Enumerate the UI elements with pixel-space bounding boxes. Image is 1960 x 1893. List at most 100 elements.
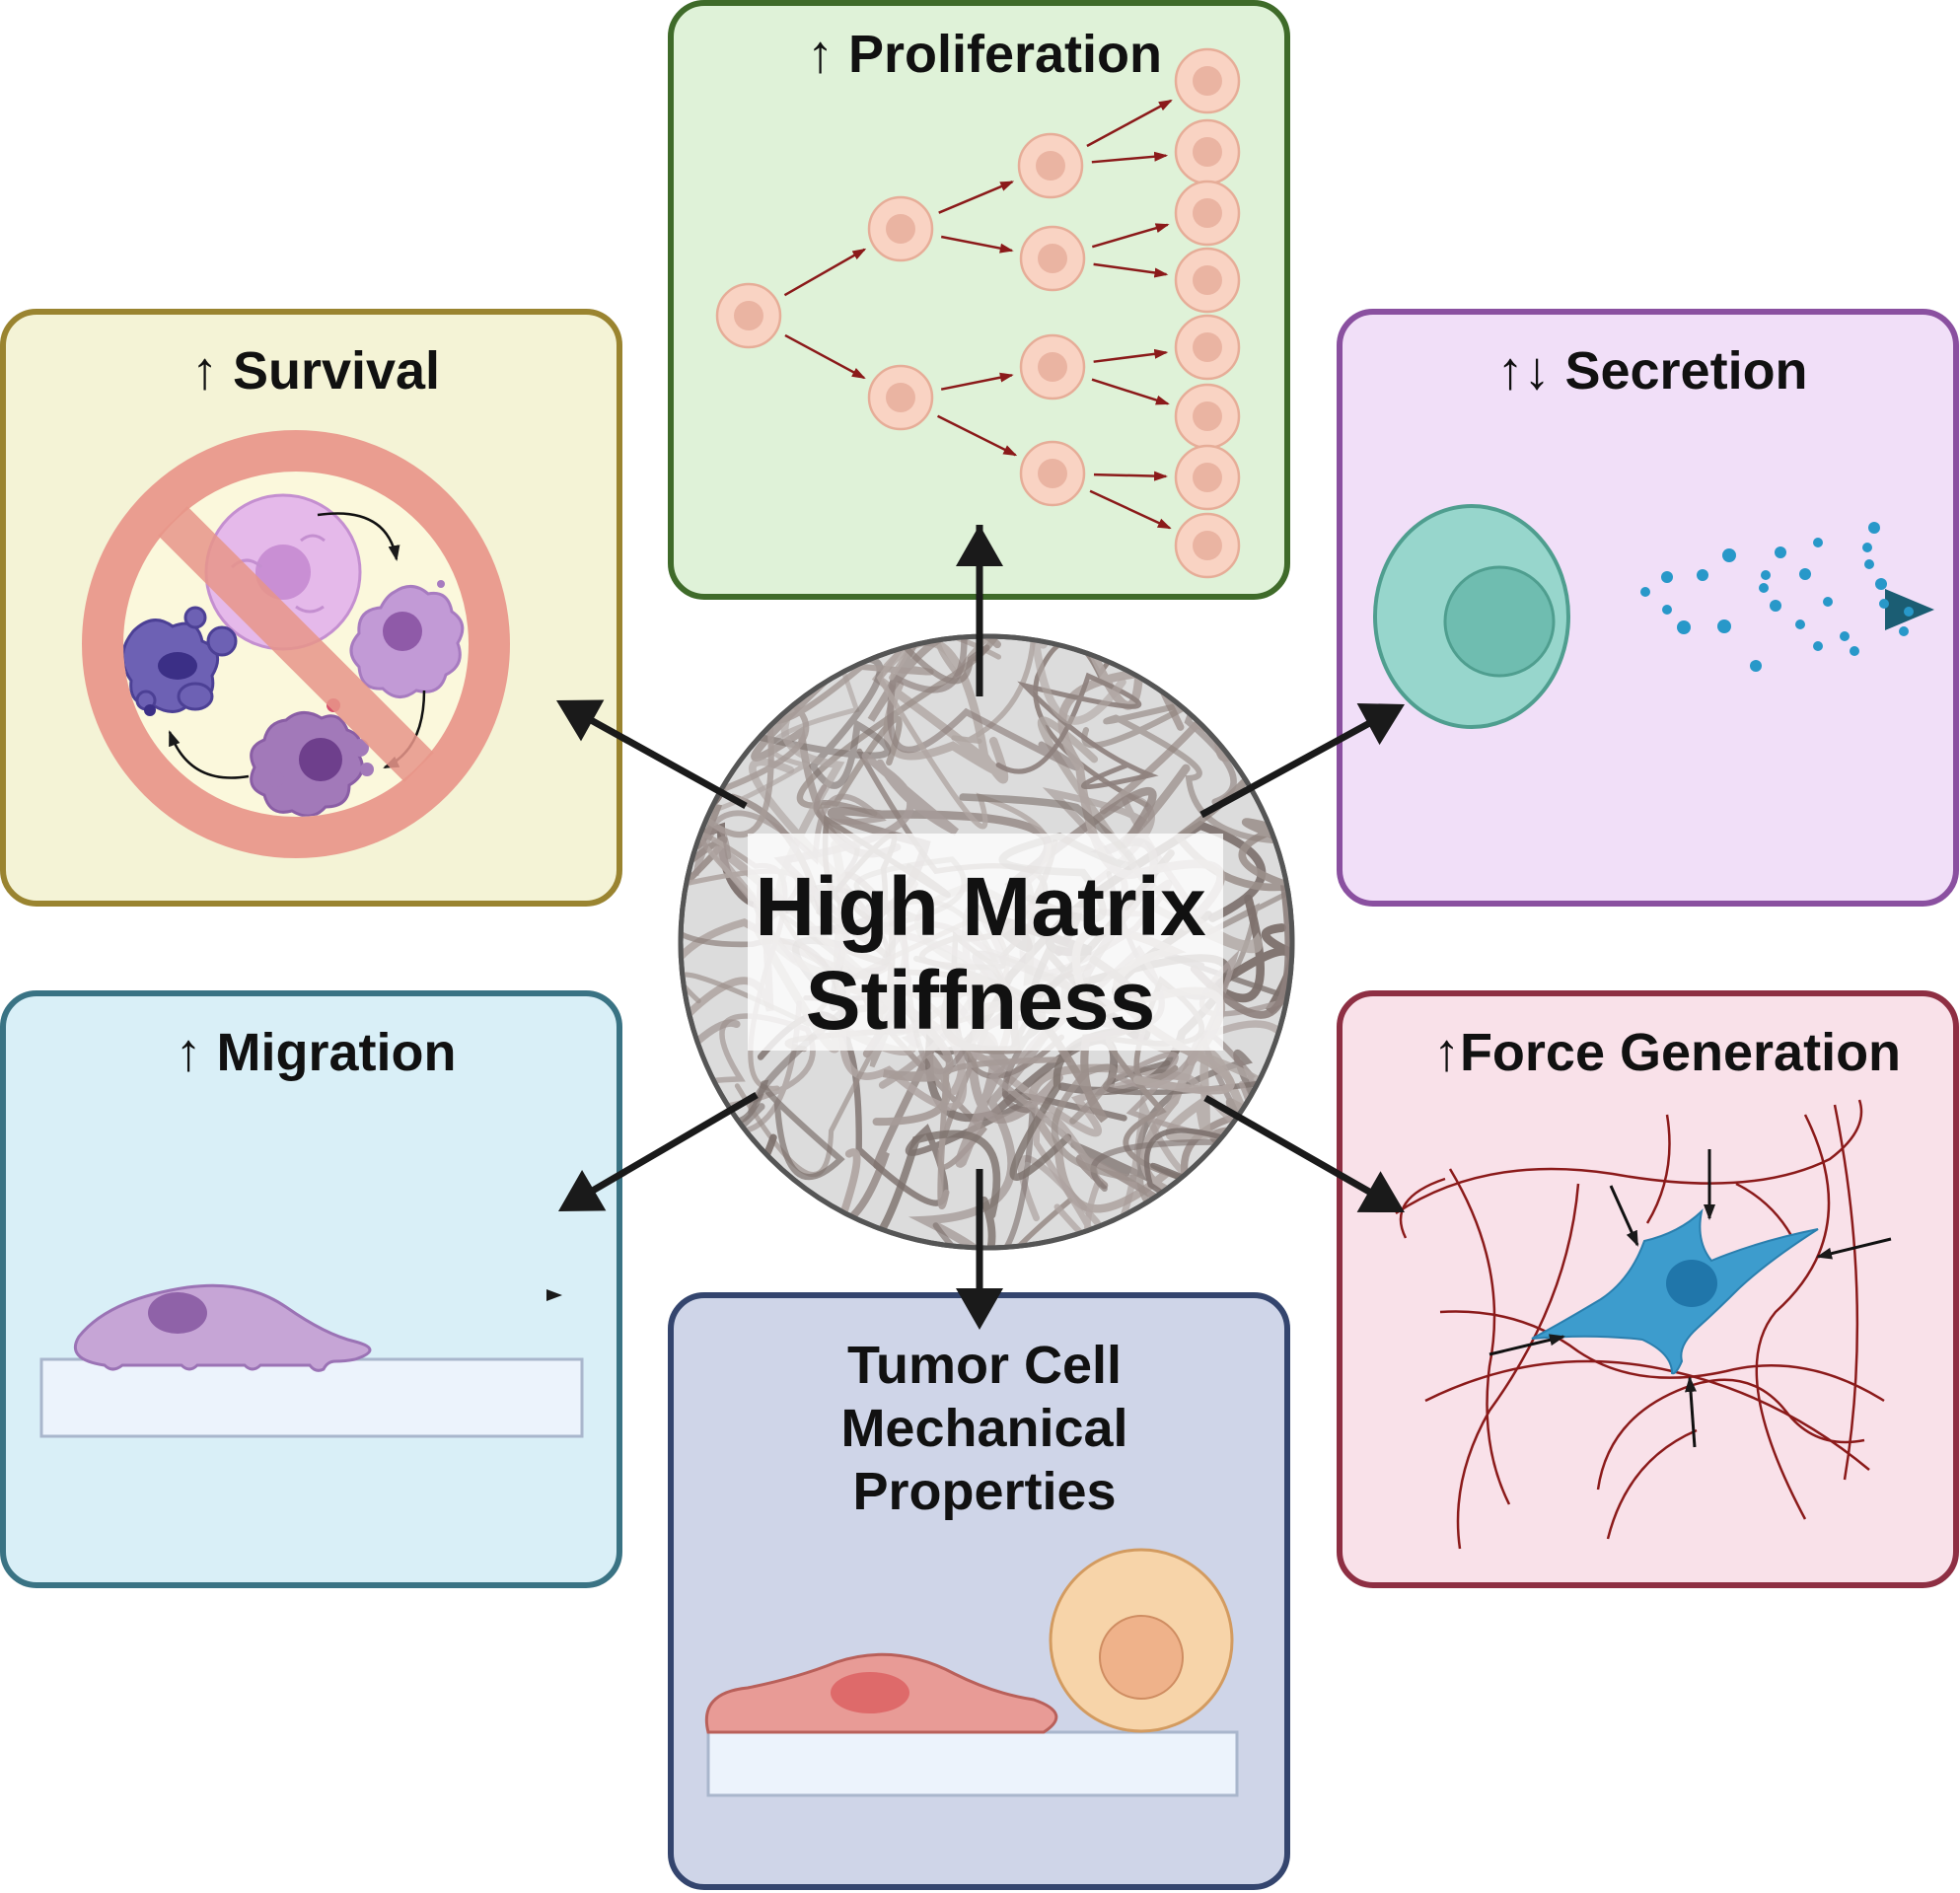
panel-mechanical-title-line1: Tumor Cell (847, 1336, 1122, 1395)
prohibition-sign-icon (82, 430, 510, 858)
fiber-network-icon (1395, 1099, 1885, 1550)
effect-arrowheads (556, 525, 1405, 1330)
secreted-factor-dot (1813, 538, 1823, 547)
cell-icon (867, 195, 934, 262)
arrowhead (956, 1288, 1003, 1330)
arrow-to-survival (562, 701, 748, 810)
secreted-factor-dot (1770, 600, 1781, 612)
secreted-factor-dot (1750, 660, 1762, 672)
blebbing-cell-icon (250, 698, 374, 817)
division-arrow (1093, 471, 1169, 481)
cell-icon (1017, 132, 1084, 199)
division-arrow (1091, 151, 1169, 164)
spread-cell-icon (704, 1652, 1058, 1734)
center-matrix: High Matrix Stiffness (678, 633, 1295, 1251)
cell-division-tree (715, 47, 1241, 579)
panel-mechanical-title-line3: Properties (852, 1462, 1116, 1521)
panel-mechanical-properties: Tumor Cell Mechanical Properties (668, 1292, 1290, 1890)
cell-icon (1174, 314, 1241, 381)
cell-icon (1174, 118, 1241, 185)
panel-survival: ↑ Survival (0, 309, 622, 907)
panel-survival-title: ↑ Survival (191, 341, 440, 400)
secreted-factor-dot (1862, 543, 1872, 552)
round-cell-icon (1049, 1548, 1234, 1733)
cell-icon (1174, 180, 1241, 247)
secreted-factor-dot (1761, 570, 1771, 580)
panel-secretion: ↑↓ Secretion (1337, 309, 1959, 907)
force-arrows (1488, 1149, 1892, 1448)
migrating-cell-icon (73, 1283, 372, 1372)
secreted-factor-dot (1662, 605, 1672, 615)
arrow-to-secretion (1199, 704, 1399, 819)
cell-icon (1019, 225, 1086, 292)
secreted-factor-dot (1677, 620, 1691, 634)
secreted-factor-dot (1759, 583, 1769, 593)
cell-icon (1174, 512, 1241, 579)
division-arrow (940, 235, 1014, 254)
migration-substrate (39, 1357, 584, 1438)
division-arrow (1086, 99, 1173, 148)
secreted-factor-dot (1840, 631, 1850, 641)
panel-migration: ↑ Migration (0, 990, 622, 1588)
secreted-factor-dot (1823, 597, 1833, 607)
secreted-factor-dot (1868, 522, 1880, 534)
secreted-factor-dot (1799, 568, 1811, 580)
secreted-factor-dot (1850, 646, 1859, 656)
secreted-factor-dot (1661, 571, 1673, 583)
division-arrow (937, 414, 1018, 457)
secreted-factors-icon (1640, 522, 1914, 672)
mechanical-substrate (706, 1730, 1239, 1797)
apoptosis-illustration (82, 430, 510, 858)
division-arrow (1091, 378, 1170, 405)
cell-icon (1019, 333, 1086, 400)
panel-proliferation: ↑ Proliferation (668, 0, 1290, 600)
apoptotic-bodies-icon (123, 606, 238, 716)
arrowhead (956, 525, 1003, 566)
panel-proliferation-title: ↑ Proliferation (807, 25, 1162, 84)
secreted-factor-dot (1640, 587, 1650, 597)
cell-icon (1174, 47, 1241, 114)
cell-icon (1019, 440, 1086, 507)
panel-secretion-title: ↑↓ Secretion (1496, 341, 1807, 400)
panel-mechanical-title-line2: Mechanical (840, 1399, 1127, 1458)
secreting-cell-icon (1373, 504, 1570, 729)
secreted-factor-dot (1697, 569, 1708, 581)
secreted-factor-dot (1717, 619, 1731, 633)
secreted-factor-dot (1864, 559, 1874, 569)
shrinking-cell-icon (349, 580, 465, 698)
secreted-factor-dot (1795, 619, 1805, 629)
panel-force-title: ↑Force Generation (1433, 1023, 1901, 1082)
secreted-factor-dot (1899, 626, 1909, 636)
secreted-factor-dot (1813, 641, 1823, 651)
secreted-factor-dot (1775, 546, 1786, 558)
arrow-to-force (1203, 1094, 1399, 1211)
panel-migration-frame (0, 990, 622, 1588)
arrowhead (558, 1170, 607, 1211)
secreted-factor-dot (1879, 599, 1889, 609)
division-arrow (1091, 223, 1170, 249)
contractile-cell-icon (1531, 1208, 1819, 1375)
center-title-line2: Stiffness (806, 954, 1156, 1047)
secreted-factor-dot (1722, 548, 1736, 562)
division-arrow (1093, 348, 1169, 363)
center-title-line1: High Matrix (755, 860, 1206, 953)
arrowhead (556, 699, 605, 742)
arrow-to-migration (565, 1091, 759, 1209)
cell-icon (715, 282, 782, 349)
division-arrow (1089, 489, 1172, 530)
cell-icon (1174, 247, 1241, 314)
division-arrow (1093, 262, 1169, 278)
arrowhead (1356, 1171, 1405, 1212)
center-label-backdrop (748, 834, 1223, 1051)
division-arrow (783, 248, 867, 297)
panel-force-generation: ↑Force Generation (1337, 990, 1959, 1588)
panel-migration-title: ↑ Migration (176, 1023, 457, 1082)
secreted-factor-dot (1904, 607, 1914, 617)
cell-icon (867, 364, 934, 431)
division-arrow (938, 181, 1015, 214)
cell-icon (1174, 444, 1241, 511)
division-arrow (784, 333, 866, 380)
arrowhead (1356, 702, 1405, 746)
cell-icon (1174, 383, 1241, 450)
